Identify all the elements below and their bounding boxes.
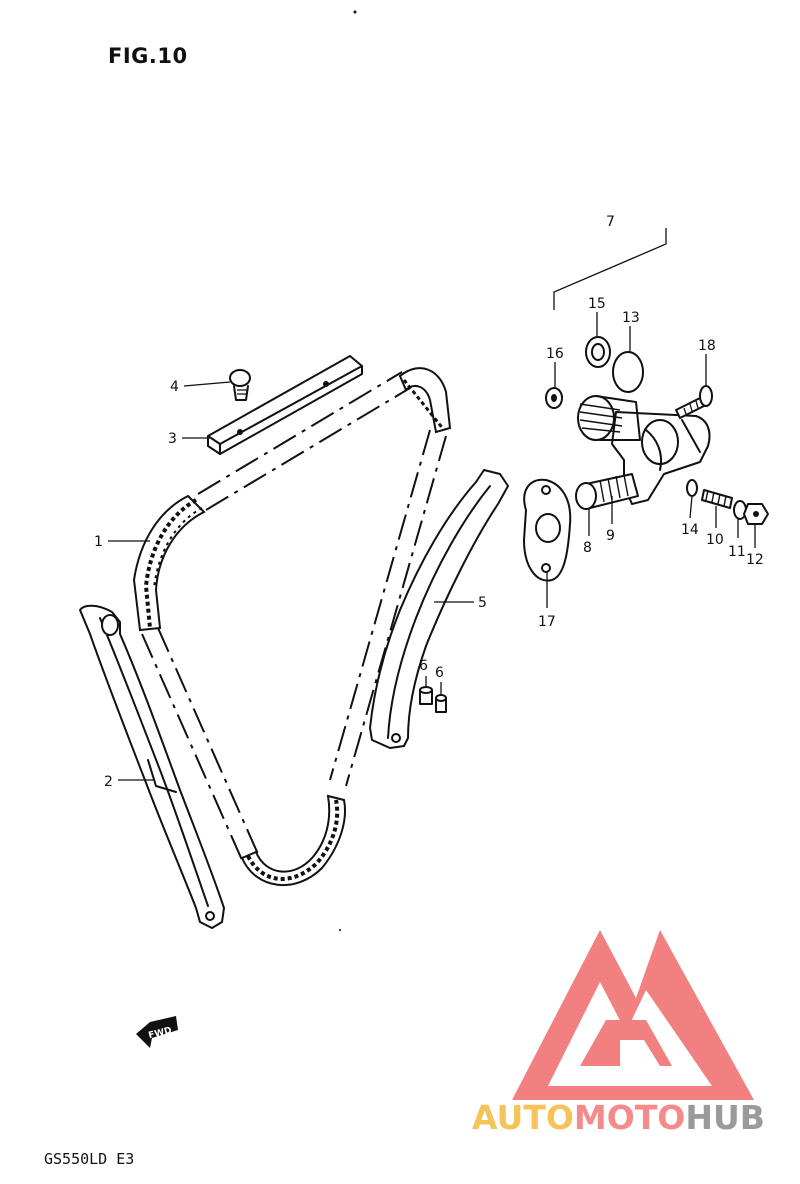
- callout-5: 5: [478, 595, 487, 611]
- callout-12: 12: [746, 552, 764, 568]
- callout-8: 8: [583, 540, 592, 556]
- model-code: GS550LD E3: [44, 1150, 135, 1168]
- callout-1: 1: [94, 534, 103, 550]
- forward-arrow: FWD: [136, 1016, 178, 1048]
- callout-15: 15: [588, 296, 606, 312]
- watermark-logo-icon: [512, 930, 754, 1100]
- callout-16: 16: [546, 346, 564, 362]
- callout-6b: 6: [435, 665, 444, 681]
- watermark-part-moto: MOTO: [573, 1098, 686, 1137]
- callout-3: 3: [168, 431, 177, 447]
- watermark-part-hub: HUB: [685, 1098, 765, 1137]
- chain-guide-rear: [79, 604, 225, 929]
- leader-lines: [108, 312, 756, 781]
- callout-4: 4: [170, 379, 179, 395]
- callout-7: 7: [606, 214, 615, 230]
- guide-bolt: [229, 369, 251, 401]
- chain-tensioner-guide: [369, 469, 509, 749]
- chain-guide-bar: [207, 355, 363, 455]
- watermark-part-auto: AUTO: [472, 1098, 574, 1137]
- guide-pins: [419, 686, 447, 713]
- callout-10: 10: [706, 532, 724, 548]
- cam-chain: [132, 367, 452, 887]
- callout-18: 18: [698, 338, 716, 354]
- callout-2: 2: [104, 774, 113, 790]
- callout-9: 9: [606, 528, 615, 544]
- figure-title: FIG.10: [108, 44, 188, 68]
- callout-11: 11: [728, 544, 746, 560]
- callout-17: 17: [538, 614, 556, 630]
- callout-6a: 6: [419, 658, 428, 674]
- callout-14: 14: [681, 522, 699, 538]
- tensioner-assembly: [523, 228, 769, 582]
- watermark-text: AUTOMOTOHUB: [472, 1098, 765, 1137]
- callout-13: 13: [622, 310, 640, 326]
- callout-labels: 1 2 3 4 5 6 6 7 8 9 10 11 12 13 14 15 16…: [94, 214, 764, 790]
